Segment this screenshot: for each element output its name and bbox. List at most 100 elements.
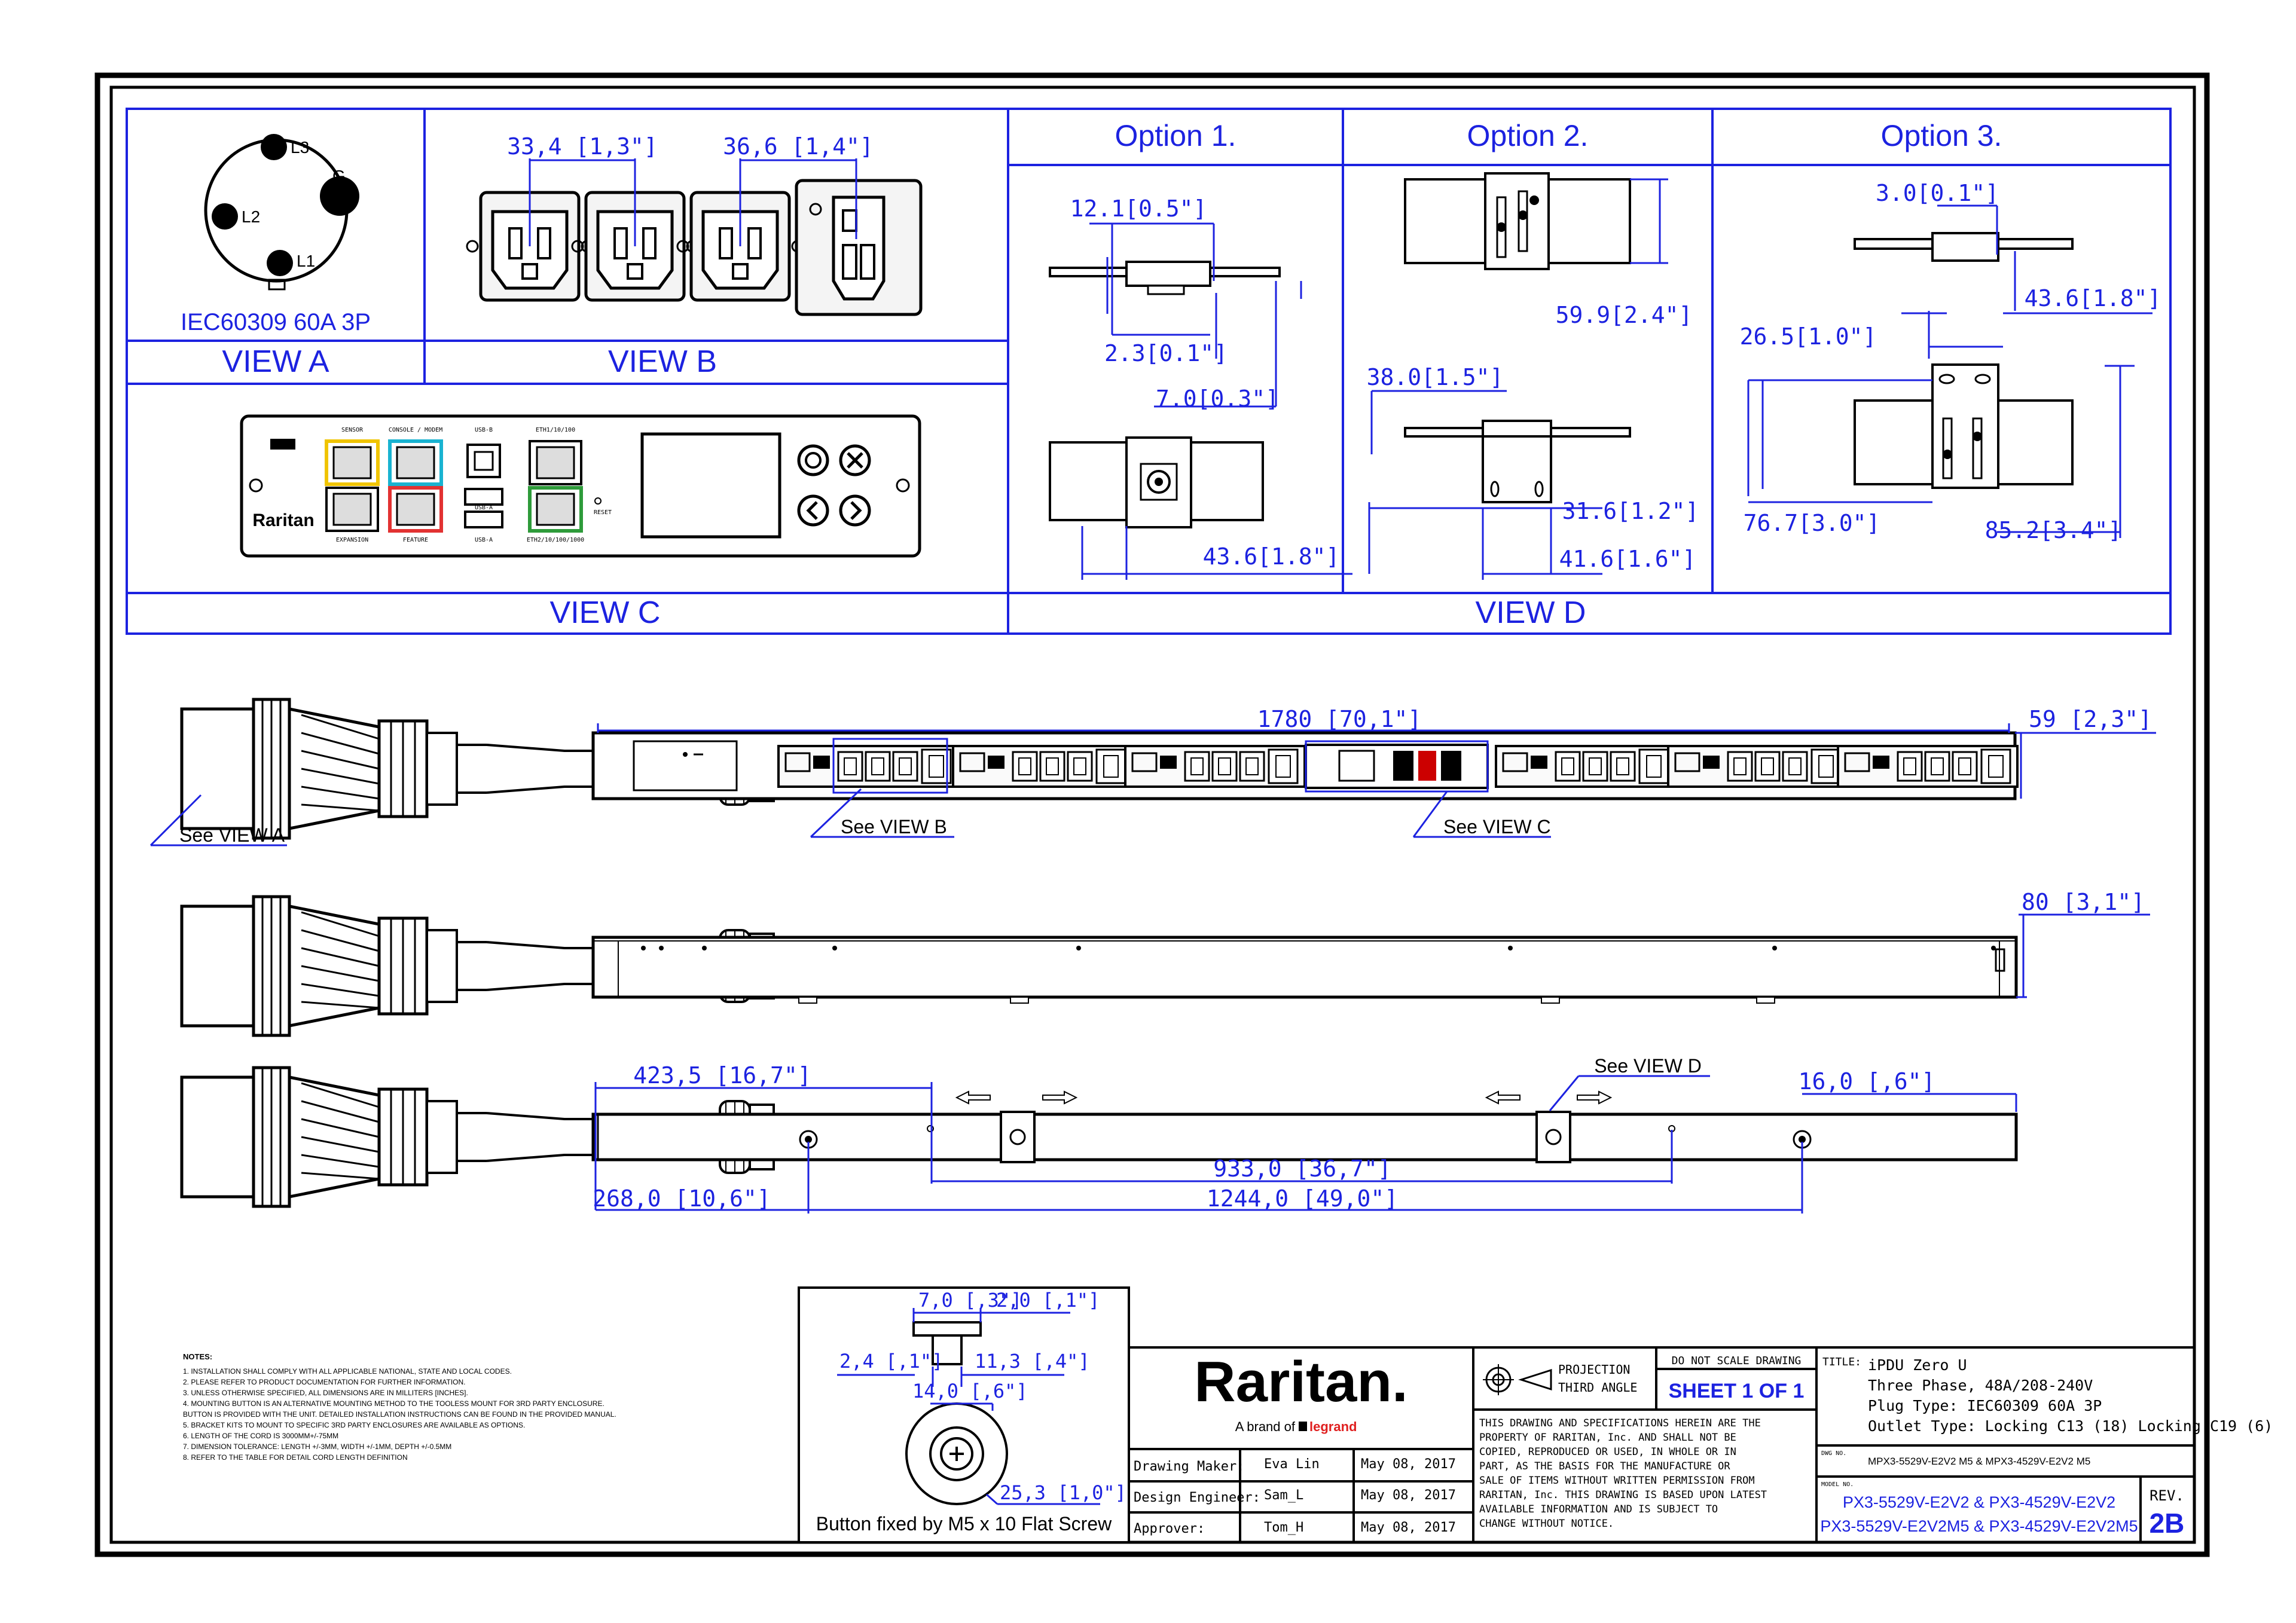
dim-btn-113: 11,3 [,4"] [975,1350,1090,1373]
dim-o1d: 43.6[1.8"] [1203,543,1340,570]
date-drawing-maker: May 08, 2017 [1361,1457,1456,1472]
back-view-dims [594,1075,2017,1214]
view-a-label: VIEW A [222,344,329,379]
pin-l1-label: L1 [297,252,315,270]
disclaimer-line: CHANGE WITHOUT NOTICE. [1479,1518,1614,1530]
option-3-title: Option 3. [1881,119,2002,152]
view-c-label: VIEW C [550,595,661,630]
side-view-dims [2016,913,2150,998]
pin-l3-label: L3 [291,138,309,157]
note-line: 7. DIMENSION TOLERANCE: LENGTH +/-3MM, W… [183,1442,451,1451]
sheet-label: SHEET 1 OF 1 [1669,1380,1805,1402]
title-line: Three Phase, 48A/208-240V [1868,1377,2093,1394]
title-block-grid [1128,1346,2196,1543]
note-line: 1. INSTALLATION SHALL COMPLY WITH ALL AP… [183,1367,512,1376]
date-design-engineer: May 08, 2017 [1361,1488,1456,1503]
dwg-label: DWG NO. [1821,1450,1846,1457]
dim-o2a: 59.9[2.4"] [1556,302,1693,328]
outer-frame [94,72,2210,1557]
brand-line: A brand of [1235,1419,1296,1434]
legrand-text: legrand [1309,1419,1357,1434]
title-label: TITLE: [1822,1356,1861,1368]
port-usb-a-label: USB-A [475,505,493,511]
option-1-title: Option 1. [1115,119,1236,152]
plug-caption: IEC60309 60A 3P [181,309,371,335]
port-console-label: CONSOLE / MODEM [389,427,442,433]
dim-width-59: 59 [2,3"] [2029,706,2152,732]
disclaimer-line: PART, AS THE BASIS FOR THE MANUFACTURE O… [1479,1460,1730,1472]
role-drawing-maker: Drawing Maker: [1134,1459,1244,1474]
model-label: MODEL NO. [1821,1481,1854,1488]
dim-o3a: 3.0[0.1"] [1876,180,1999,206]
model-number-1: PX3-5529V-E2V2 & PX3-4529V-E2V2 [1843,1493,2115,1511]
port-usb-a2-label: USB-A [475,537,493,543]
dim-o2b: 38.0[1.5"] [1367,364,1504,390]
dim-268: 268,0 [10,6"] [593,1185,770,1212]
see-view-a: See VIEW A [179,824,285,846]
dim-b1: 33,4 [1,3"] [507,133,658,160]
role-design-engineer: Design Engineer: [1134,1490,1260,1505]
view-a-plug: L3 G L2 L1 [204,134,359,291]
reset-label: RESET [594,509,612,516]
dim-o1c: 7.0[0.3"] [1156,386,1279,412]
dim-btn-2: 2,0 [,1"] [996,1289,1100,1312]
option-2-dims [1368,178,1668,580]
model-number-2: PX3-5529V-E2V2M5 & PX3-4529V-E2V2M5 [1820,1517,2138,1535]
projection-label: PROJECTION [1558,1362,1630,1377]
notes-title: NOTES: [183,1352,212,1361]
front-view-callouts [149,723,2156,846]
dim-b2: 36,6 [1,4"] [723,133,874,160]
option-1-drawing [1049,261,1281,528]
rev-value: 2B [2150,1508,2185,1539]
title-line: iPDU Zero U [1868,1356,1967,1374]
dim-o3b: 43.6[1.8"] [2025,285,2161,311]
title-lines: iPDU Zero U Three Phase, 48A/208-240V Pl… [1868,1356,2273,1435]
panel-logo: Raritan [252,511,314,530]
view-c-panel: Raritan [240,414,921,558]
option-2-drawing [1404,172,1631,503]
note-line: 3. UNLESS OTHERWISE SPECIFIED, ALL DIMEN… [183,1389,468,1397]
view-d-label: VIEW D [1476,595,1586,630]
port-usb-b-label: USB-B [475,427,493,433]
port-feature-label: FEATURE [403,537,428,543]
note-line: 5. BRACKET KITS TO MOUNT TO SPECIFIC 3RD… [183,1421,525,1429]
dim-o1b: 2.3[0.1"] [1104,340,1228,366]
disclaimer-line: SALE OF ITEMS WITHOUT WRITTEN PERMISSION… [1479,1475,1755,1487]
note-line: 4. MOUNTING BUTTON IS AN ALTERNATIVE MOU… [183,1399,604,1408]
approvals-table: Drawing Maker: Eva Lin May 08, 2017 Desi… [1134,1457,1456,1536]
dim-o2d: 41.6[1.6"] [1559,546,1696,572]
note-line: BUTTON IS PROVIDED WITH THE UNIT. DETAIL… [183,1410,616,1419]
button-detail-dims [837,1308,1100,1505]
button-caption: Button fixed by M5 x 10 Flat Screw [816,1513,1112,1535]
dim-16: 16,0 [,6"] [1799,1068,1935,1095]
button-detail-drawing [905,1321,1008,1505]
pin-l2-label: L2 [242,207,260,226]
option-2-title: Option 2. [1467,119,1589,152]
dwg-number: MPX3-5529V-E2V2 M5 & MPX3-4529V-E2V2 M5 [1868,1456,2090,1467]
name-approver: Tom_H [1264,1520,1303,1535]
note-line: 2. PLEASE REFER TO PRODUCT DOCUMENTATION… [183,1378,465,1386]
raritan-logo: Raritan. [1194,1350,1407,1414]
see-view-d: See VIEW D [1594,1055,1702,1077]
do-not-scale-label: DO NOT SCALE DRAWING [1672,1355,1802,1367]
pin-g-label: G [332,167,346,185]
option-1-dims [1081,222,1352,580]
dim-btn-140: 14,0 [,6"] [912,1380,1028,1402]
title-line: Plug Type: IEC60309 60A 3P [1868,1397,2102,1414]
option-3-drawing [1854,232,2074,489]
disclaimer-line: PROPERTY OF RARITAN, Inc. AND SHALL NOT … [1479,1432,1736,1444]
side-view-body [591,936,2018,1004]
disclaimer-line: RARITAN, Inc. THIS DRAWING IS BASED UPON… [1479,1489,1767,1501]
title-line: Outlet Type: Locking C13 (18) Locking C1… [1868,1417,2273,1435]
disclaimer-line: AVAILABLE INFORMATION AND IS SUBJECT TO [1479,1503,1718,1515]
dim-423: 423,5 [16,7"] [633,1062,811,1089]
disclaimer-text: THIS DRAWING AND SPECIFICATIONS HEREIN A… [1479,1417,1767,1530]
dim-btn-7: 7,0 [,3"] [918,1289,1022,1312]
legrand-icon [1299,1422,1307,1431]
notes-lines: 1. INSTALLATION SHALL COMPLY WITH ALL AP… [183,1367,616,1462]
views-grid [126,108,2172,635]
disclaimer-line: COPIED, REPRODUCED OR USED, IN WHOLE OR … [1479,1446,1736,1458]
dim-o2c: 31.6[1.2"] [1562,498,1699,524]
dim-933: 933,0 [36,7"] [1213,1156,1391,1182]
note-line: 8. REFER TO THE TABLE FOR DETAIL CORD LE… [183,1453,408,1462]
